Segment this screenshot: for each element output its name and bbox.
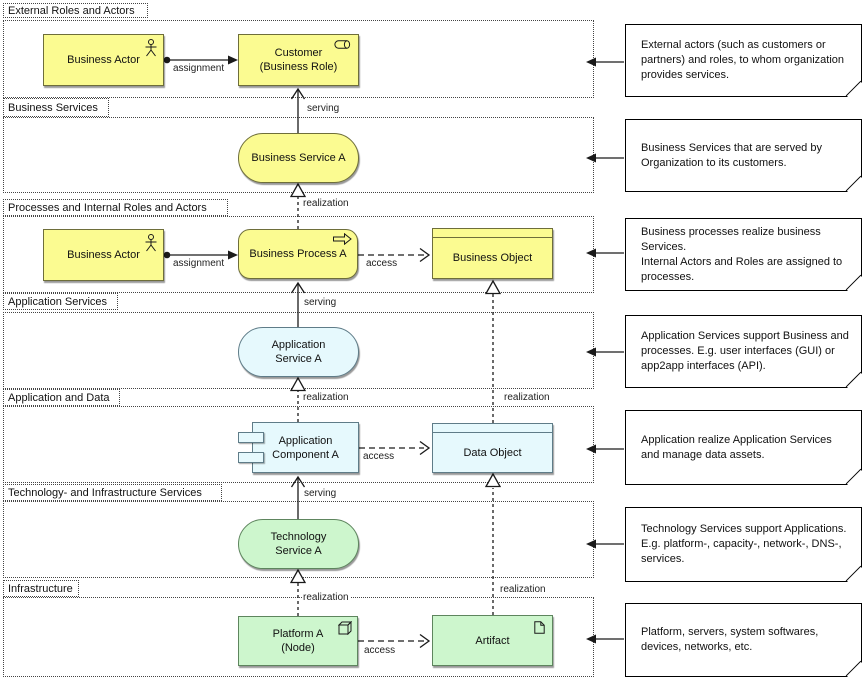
object-top-strip: [433, 424, 552, 433]
technology-service-a-label: Technology Service A: [270, 531, 327, 557]
band-label-infrastructure[interactable]: Infrastructure: [3, 580, 79, 597]
process-icon: [333, 232, 352, 246]
note-application-services[interactable]: Application Services support Business an…: [625, 315, 862, 388]
note-processes[interactable]: Business processes realize business Serv…: [625, 218, 862, 291]
artifact-label: Artifact: [475, 634, 510, 647]
node-icon: [337, 620, 353, 636]
band-label-business-services[interactable]: Business Services: [3, 98, 109, 117]
note-business-services[interactable]: Business Services that are served by Org…: [625, 119, 862, 192]
assignment-label-1: assignment: [172, 63, 226, 74]
business-service-a[interactable]: Business Service A: [238, 133, 359, 183]
access-label-3: access: [363, 645, 397, 656]
business-actor-2-label: Business Actor: [67, 249, 140, 261]
access-label-2: access: [362, 451, 396, 462]
serving-label-2: serving: [303, 297, 338, 308]
business-actor-1[interactable]: Business Actor: [43, 34, 164, 86]
realization-label-4: realization: [302, 592, 350, 603]
artifact[interactable]: Artifact: [432, 615, 553, 666]
band-label-application-data[interactable]: Application and Data: [3, 389, 120, 406]
application-service-a[interactable]: Application Service A: [238, 327, 359, 377]
serving-label-1: serving: [306, 103, 341, 114]
application-service-a-label: Application Service A: [271, 339, 326, 365]
business-actor-1-label: Business Actor: [67, 54, 140, 66]
business-process-a[interactable]: Business Process A: [238, 229, 358, 279]
data-object[interactable]: Data Object: [432, 423, 553, 473]
realization-label-1: realization: [302, 198, 350, 209]
technology-service-a[interactable]: Technology Service A: [238, 519, 359, 569]
data-object-label: Data Object: [463, 446, 522, 459]
application-component-a-label: Application Component A: [272, 434, 339, 461]
component-icon: [238, 432, 264, 443]
customer-label: Customer (Business Role): [259, 47, 338, 73]
business-process-a-label: Business Process A: [249, 248, 347, 260]
business-object-label: Business Object: [452, 252, 533, 264]
role-icon: [334, 40, 351, 49]
realization-label-3: realization: [503, 392, 551, 403]
artifact-icon: [534, 621, 545, 634]
application-component-a[interactable]: Application Component A: [238, 422, 359, 473]
realization-label-2: realization: [302, 392, 350, 403]
component-icon: [238, 452, 264, 463]
platform-a-label: Platform A (Node): [272, 628, 324, 654]
actor-icon: [145, 39, 157, 57]
assignment-label-2: assignment: [172, 258, 226, 269]
band-label-application-services[interactable]: Application Services: [3, 293, 118, 310]
customer-business-role[interactable]: Customer (Business Role): [238, 34, 359, 86]
realization-label-5: realization: [499, 584, 547, 595]
band-label-technology-services[interactable]: Technology- and Infrastructure Services: [3, 484, 222, 501]
note-application-data[interactable]: Application realize Application Services…: [625, 410, 862, 485]
note-technology-services[interactable]: Technology Services support Applications…: [625, 507, 862, 582]
access-label-1: access: [365, 258, 399, 269]
platform-a-node[interactable]: Platform A (Node): [238, 616, 358, 666]
band-label-processes[interactable]: Processes and Internal Roles and Actors: [3, 199, 228, 216]
business-object[interactable]: Business Object: [432, 228, 553, 279]
serving-label-3: serving: [303, 488, 338, 499]
note-infrastructure[interactable]: Platform, servers, system softwares, dev…: [625, 603, 862, 677]
band-label-external-roles[interactable]: External Roles and Actors: [3, 3, 148, 18]
business-service-a-label: Business Service A: [251, 152, 346, 164]
actor-icon: [145, 234, 157, 252]
note-external-roles[interactable]: External actors (such as customers or pa…: [625, 24, 862, 97]
object-top-strip: [433, 229, 552, 238]
business-actor-2[interactable]: Business Actor: [43, 229, 164, 281]
